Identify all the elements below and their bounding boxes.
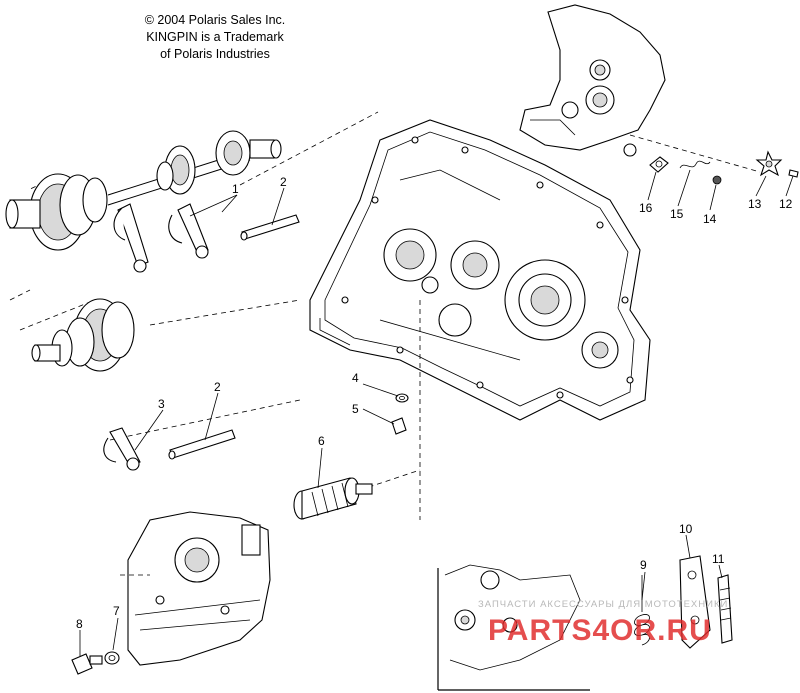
callout-9: 9 [640,558,647,572]
shift-rod-upper [240,214,300,241]
callout-6: 6 [318,434,325,448]
copyright-line-1: © 2004 Polaris Sales Inc. [144,13,286,27]
callout-16: 16 [639,201,653,215]
callout-2-upper: 2 [280,175,287,189]
callout-3: 3 [158,397,165,411]
callout-7: 7 [113,604,120,618]
callout-11: 11 [712,552,725,566]
crankcase-half [309,119,651,520]
copyright-line-3: of Polaris Industries [160,47,270,61]
leader-lines [79,169,794,656]
copyright-line-2: KINGPIN is a Trademark [146,30,284,44]
part-13-star-cam [755,150,783,177]
copyright-notice: © 2004 Polaris Sales Inc. KINGPIN is a T… [120,12,310,63]
washer-part-4 [395,393,409,403]
part-11-bolt [717,574,733,644]
callout-1: 1 [232,182,239,196]
callout-13: 13 [748,197,762,211]
callout-12: 12 [779,197,793,211]
callout-4: 4 [352,371,359,385]
main-shaft-assembly [5,111,379,301]
callout-2-lower: 2 [214,380,221,394]
lower-case-half [120,511,271,666]
part-14-ball [712,175,722,185]
part-12-screw [788,169,799,178]
part-10-lever [679,555,711,649]
counter-shaft-assembly [19,298,301,372]
callout-8: 8 [76,617,83,631]
watermark-tagline: ЗАПЧАСТИ АКСЕССУАРЫ ДЛЯ МОТОТЕХНИКИ [478,599,728,610]
part-8-sensor [71,653,103,675]
part-16-bracket [649,156,669,173]
part-15-spring [679,160,711,169]
callout-14: 14 [703,212,717,226]
callout-numbers: 1 2 2 3 4 5 6 7 8 9 10 11 12 13 14 15 16 [76,175,793,631]
shift-fork-single [103,399,301,471]
callout-10: 10 [679,522,693,536]
part-9-spring [634,575,650,646]
cover-assembly [519,4,761,173]
part-7-bushing [104,651,120,665]
inset-detail [437,564,590,691]
plug-part-5 [391,417,407,435]
callout-15: 15 [670,207,684,221]
watermark-brand: PARTS4OR.RU [488,614,712,647]
callout-5: 5 [352,402,359,416]
shift-fork-pair [113,203,209,273]
watermark: ЗАПЧАСТИ АКСЕССУАРЫ ДЛЯ МОТОТЕХНИКИ PART… [478,599,728,647]
shift-drum-part-6 [293,469,421,520]
shift-rod-lower [168,429,236,460]
